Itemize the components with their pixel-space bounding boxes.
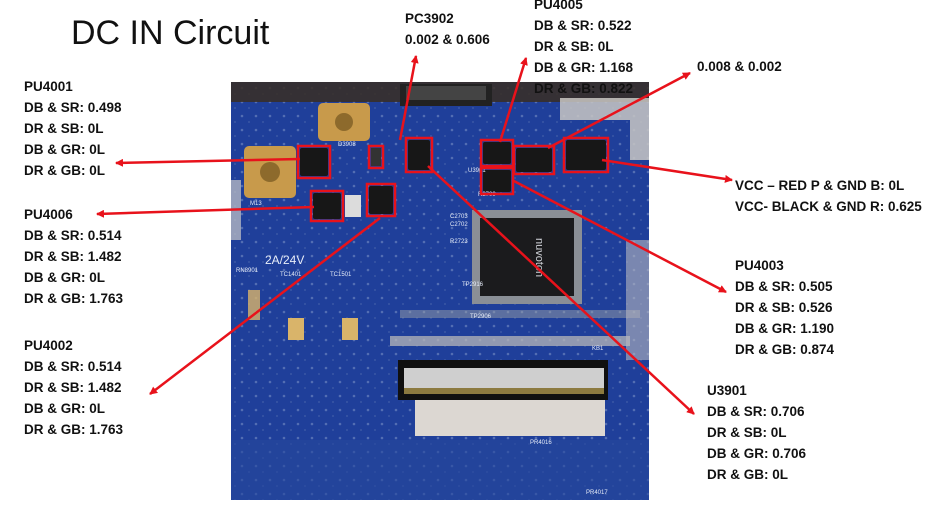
highlight-capacitor xyxy=(512,144,556,176)
pu4001-reading: DB & GR: 0L xyxy=(24,142,105,157)
silk-text: TP2906 xyxy=(470,314,492,320)
inductor xyxy=(345,195,361,217)
capacitor-label: 0.008 & 0.002 xyxy=(697,56,782,77)
pu4002-reading: DR & SB: 1.482 xyxy=(24,380,122,395)
pu4002-reading: DR & GB: 1.763 xyxy=(24,422,124,437)
mounting-pad-icon xyxy=(244,146,296,198)
pu4006-label: PU4006 DB & SR: 0.514 DR & SB: 1.482 DB … xyxy=(24,204,123,309)
u3901-reading: DB & GR: 0.706 xyxy=(707,446,807,461)
pc3902-reading: 0.002 & 0.606 xyxy=(405,32,490,47)
pu4006-reading: DR & SB: 1.482 xyxy=(24,249,122,264)
pc3902-label: PC3902 0.002 & 0.606 xyxy=(405,8,490,50)
arrow-cap xyxy=(547,71,691,150)
pu4002-reading: DB & SR: 0.514 xyxy=(24,359,122,374)
silk-text: PR4016 xyxy=(530,440,552,446)
pu4001-chip xyxy=(300,148,328,176)
arrow-pc3902 xyxy=(398,55,419,141)
ic-brand-text: nuvoton xyxy=(533,238,545,277)
highlight-pu4003 xyxy=(479,166,515,196)
silk-text: PR4017 xyxy=(586,490,608,496)
board-rating-text: 2A/24V xyxy=(265,253,304,267)
u3901-reading: DR & SB: 0L xyxy=(707,425,787,440)
pc3902-name: PC3902 xyxy=(405,11,454,26)
pu4001-name: PU4001 xyxy=(24,79,73,94)
silk-text: KB1 xyxy=(592,346,604,352)
highlight-pu4006 xyxy=(309,189,345,223)
annotation-arrows xyxy=(96,55,733,415)
pu4006-reading: DB & SR: 0.514 xyxy=(24,228,122,243)
silk-text: C2702 xyxy=(450,222,468,228)
pu4003-name: PU4003 xyxy=(735,258,784,273)
pu4005-reading: DB & GR: 1.168 xyxy=(534,60,634,75)
small-component xyxy=(371,148,381,166)
highlight-u3901 xyxy=(404,136,434,174)
highlight-pu4001 xyxy=(296,144,332,180)
connector-area xyxy=(415,400,605,436)
silk-text: TC1401 xyxy=(280,272,302,278)
u3901-ic xyxy=(472,210,582,304)
arrow-vcc xyxy=(601,158,733,183)
highlight-vcc xyxy=(562,136,610,174)
highlight-pc3902 xyxy=(367,144,385,170)
page-title: DC IN Circuit xyxy=(71,14,270,52)
pu4005-chip xyxy=(483,142,511,164)
pu4003-reading: DB & GR: 1.190 xyxy=(735,321,835,336)
pu4002-reading: DB & GR: 0L xyxy=(24,401,105,416)
capacitor-reading: 0.008 & 0.002 xyxy=(697,59,782,74)
pc3902-chip xyxy=(408,140,430,170)
pu4005-label: PU4005 DB & SR: 0.522 DR & SB: 0L DB & G… xyxy=(534,0,633,99)
u3901-name: U3901 xyxy=(707,383,747,398)
pu4003-chip xyxy=(483,170,511,192)
pu4005-reading: DR & GB: 0.822 xyxy=(534,81,634,96)
pu4002-label: PU4002 DB & SR: 0.514 DR & SB: 1.482 DB … xyxy=(24,335,123,440)
pu4003-reading: DR & SB: 0.526 xyxy=(735,300,833,315)
vcc-label: VCC – RED P & GND B: 0L VCC- BLACK & GND… xyxy=(735,175,922,217)
arrow-pu4006 xyxy=(96,205,315,218)
pu4006-reading: DB & GR: 0L xyxy=(24,270,105,285)
pcb-board-photo: 2A/24V nuvoton M13 D3908 U3901 R2709 C27… xyxy=(231,82,649,500)
arrow-pu4002 xyxy=(149,217,381,395)
pu4001-label: PU4001 DB & SR: 0.498 DR & SB: 0L DB & G… xyxy=(24,76,122,181)
ribbon-connector xyxy=(398,360,608,400)
u3901-reading: DR & GB: 0L xyxy=(707,467,788,482)
pu4003-reading: DR & GB: 0.874 xyxy=(735,342,835,357)
vcc-reading: VCC – RED P & GND B: 0L xyxy=(735,178,905,193)
pu4002-name: PU4002 xyxy=(24,338,73,353)
arrow-pu4005 xyxy=(498,57,528,143)
mounting-pad-icon xyxy=(318,103,370,141)
pu4005-reading: DR & SB: 0L xyxy=(534,39,614,54)
pu4006-chip xyxy=(313,193,341,219)
capacitor-cluster xyxy=(516,148,552,172)
pu4003-reading: DB & SR: 0.505 xyxy=(735,279,833,294)
pu4001-reading: DR & SB: 0L xyxy=(24,121,104,136)
pu4005-reading: DB & SR: 0.522 xyxy=(534,18,632,33)
silk-text: M13 xyxy=(250,201,262,207)
silk-text: RN8901 xyxy=(236,268,259,274)
pu4005-name: PU4005 xyxy=(534,0,583,12)
pu4006-reading: DR & GB: 1.763 xyxy=(24,291,124,306)
silk-text: C2703 xyxy=(450,214,468,220)
u3901-label: U3901 DB & SR: 0.706 DR & SB: 0L DB & GR… xyxy=(707,380,806,485)
arrow-pu4001 xyxy=(115,157,301,167)
pu4001-reading: DR & GB: 0L xyxy=(24,163,105,178)
silk-text: U3901 xyxy=(468,168,486,174)
silk-text: R2723 xyxy=(450,239,468,245)
pu4001-reading: DB & SR: 0.498 xyxy=(24,100,122,115)
vcc-reading: VCC- BLACK & GND R: 0.625 xyxy=(735,199,922,214)
arrow-pu4003 xyxy=(511,178,727,294)
arrow-u3901 xyxy=(427,165,695,415)
silk-text: TP2916 xyxy=(462,282,484,288)
silk-text: TC1501 xyxy=(330,272,352,278)
component-highlights xyxy=(296,136,610,223)
highlight-pu4002 xyxy=(365,182,397,218)
silk-text: D3908 xyxy=(338,142,356,148)
pu4003-label: PU4003 DB & SR: 0.505 DR & SB: 0.526 DB … xyxy=(735,255,834,360)
pu4002-chip xyxy=(369,186,393,214)
vcc-chip xyxy=(566,140,606,170)
u3901-reading: DB & SR: 0.706 xyxy=(707,404,805,419)
pu4006-name: PU4006 xyxy=(24,207,73,222)
